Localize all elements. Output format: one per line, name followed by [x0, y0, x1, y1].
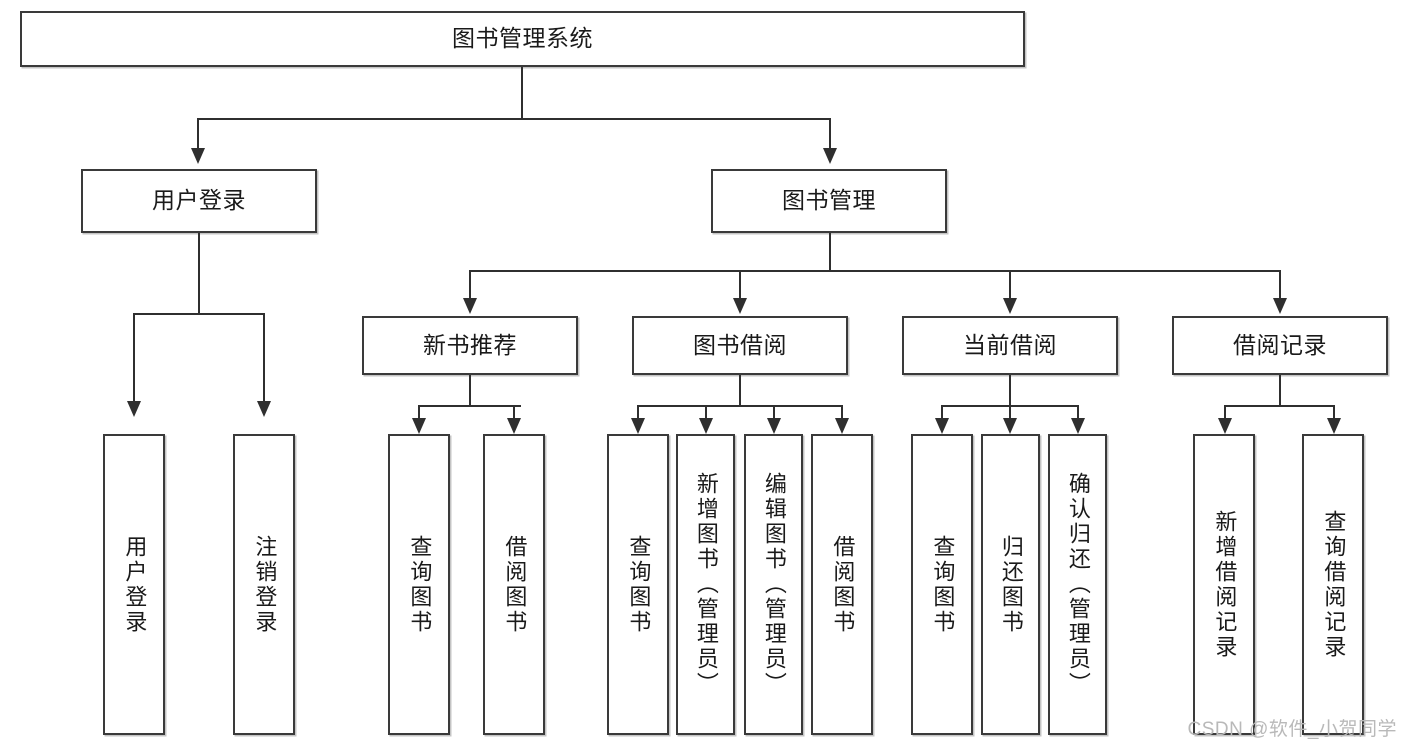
edge-book-borrow-stem: [739, 375, 741, 407]
leaf-edit-book-admin[interactable]: 编辑图书（管理员）: [744, 434, 803, 735]
edge-nb-leaf-1: [418, 405, 420, 418]
edge-book-borrow-bus: [637, 405, 842, 407]
node-label: 用户登录: [122, 534, 148, 635]
leaf-add-book-admin[interactable]: 新增图书（管理员）: [676, 434, 735, 735]
leaf-query-borrow-record[interactable]: 查询借阅记录: [1302, 434, 1364, 735]
edge-to-leaf-user-login: [133, 313, 135, 401]
node-book-management[interactable]: 图书管理: [711, 169, 947, 233]
arrow-to-book-manage: [823, 148, 837, 164]
arrow-to-current-borrow: [1003, 298, 1017, 314]
edge-br-leaf-1: [1224, 405, 1226, 418]
arrow-to-leaf-logout: [257, 401, 271, 417]
arrow-bb-leaf-3: [767, 418, 781, 434]
arrow-to-borrow-record: [1273, 298, 1287, 314]
node-new-book-recommend[interactable]: 新书推荐: [362, 316, 578, 375]
node-label: 编辑图书（管理员）: [761, 472, 787, 697]
node-label: 图书管理: [782, 187, 876, 214]
leaf-confirm-return-admin[interactable]: 确认归还（管理员）: [1048, 434, 1107, 735]
leaf-user-login[interactable]: 用户登录: [103, 434, 165, 735]
node-label: 借阅图书: [502, 534, 528, 635]
node-label: 当前借阅: [963, 331, 1057, 358]
leaf-query-book-current[interactable]: 查询图书: [911, 434, 973, 735]
edge-user-login-bus: [133, 313, 265, 315]
edge-to-new-book: [469, 270, 471, 298]
node-label: 图书管理系统: [452, 25, 593, 52]
arrow-to-new-book: [463, 298, 477, 314]
arrow-br-leaf-1: [1218, 418, 1232, 434]
leaf-logout[interactable]: 注销登录: [233, 434, 295, 735]
edge-user-login-stem: [198, 233, 200, 314]
edge-current-borrow-stem: [1009, 375, 1011, 407]
node-label: 查询图书: [626, 534, 652, 635]
leaf-query-book-borrow[interactable]: 查询图书: [607, 434, 669, 735]
node-label: 借阅记录: [1233, 331, 1327, 358]
edge-level3-bus: [469, 270, 1281, 272]
edge-to-book-manage: [829, 118, 831, 148]
arrow-bb-leaf-4: [835, 418, 849, 434]
edge-book-manage-stem: [829, 233, 831, 271]
arrow-cb-leaf-2: [1003, 418, 1017, 434]
node-current-borrow[interactable]: 当前借阅: [902, 316, 1118, 375]
edge-bb-leaf-4: [841, 405, 843, 418]
node-label: 借阅图书: [830, 534, 856, 635]
edge-to-current-borrow: [1009, 270, 1011, 298]
leaf-borrow-book[interactable]: 借阅图书: [811, 434, 873, 735]
edge-root-stem: [521, 67, 523, 119]
node-label: 新书推荐: [423, 331, 517, 358]
node-label: 图书借阅: [693, 331, 787, 358]
node-root-system[interactable]: 图书管理系统: [20, 11, 1025, 67]
leaf-query-book-recommend[interactable]: 查询图书: [388, 434, 450, 735]
node-label: 确认归还（管理员）: [1065, 472, 1091, 697]
edge-cb-leaf-1: [941, 405, 943, 418]
edge-cb-leaf-3: [1077, 405, 1079, 418]
node-label: 新增借阅记录: [1212, 509, 1238, 660]
edge-to-book-borrow: [739, 270, 741, 298]
leaf-return-book[interactable]: 归还图书: [981, 434, 1040, 735]
arrow-to-user-login: [191, 148, 205, 164]
node-label: 用户登录: [152, 187, 246, 214]
arrow-bb-leaf-2: [699, 418, 713, 434]
edge-br-leaf-2: [1333, 405, 1335, 418]
edge-bb-leaf-1: [637, 405, 639, 418]
arrow-nb-leaf-2: [507, 418, 521, 434]
edge-level2-bus: [197, 118, 831, 120]
leaf-add-borrow-record[interactable]: 新增借阅记录: [1193, 434, 1255, 735]
edge-new-book-stem: [469, 375, 471, 407]
edge-nb-leaf-2: [513, 405, 515, 418]
edge-to-leaf-logout: [263, 313, 265, 401]
node-label: 查询图书: [407, 534, 433, 635]
edge-to-borrow-record: [1279, 270, 1281, 298]
arrow-cb-leaf-1: [935, 418, 949, 434]
node-label: 注销登录: [252, 534, 278, 635]
node-book-borrow[interactable]: 图书借阅: [632, 316, 848, 375]
arrow-bb-leaf-1: [631, 418, 645, 434]
edge-borrow-record-bus: [1224, 405, 1335, 407]
arrow-br-leaf-2: [1327, 418, 1341, 434]
edge-new-book-bus: [418, 405, 521, 407]
arrow-cb-leaf-3: [1071, 418, 1085, 434]
edge-to-user-login: [197, 118, 199, 148]
node-label: 新增图书（管理员）: [693, 472, 719, 697]
arrow-to-book-borrow: [733, 298, 747, 314]
edge-bb-leaf-2: [705, 405, 707, 418]
node-label: 查询借阅记录: [1321, 509, 1347, 660]
edge-cb-leaf-2: [1009, 405, 1011, 418]
arrow-to-leaf-user-login: [127, 401, 141, 417]
edge-borrow-record-stem: [1279, 375, 1281, 407]
arrow-nb-leaf-1: [412, 418, 426, 434]
leaf-borrow-book-recommend[interactable]: 借阅图书: [483, 434, 545, 735]
node-label: 查询图书: [930, 534, 956, 635]
node-user-login[interactable]: 用户登录: [81, 169, 317, 233]
node-borrow-record[interactable]: 借阅记录: [1172, 316, 1388, 375]
edge-bb-leaf-3: [773, 405, 775, 418]
node-label: 归还图书: [998, 534, 1024, 635]
